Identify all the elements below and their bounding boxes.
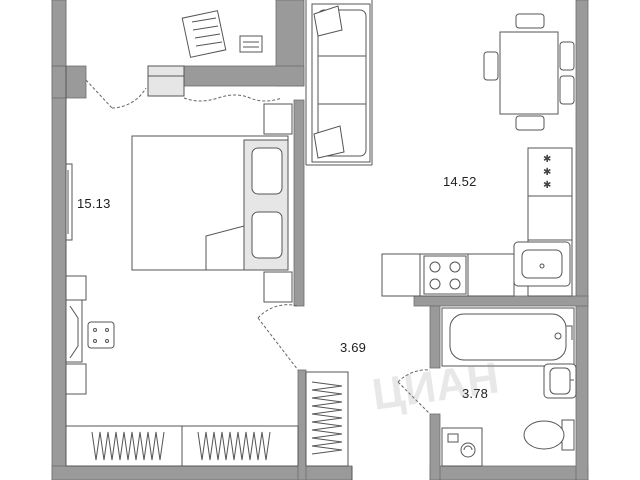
bathroom	[397, 307, 577, 467]
svg-text:✱: ✱	[543, 167, 551, 178]
study-door	[85, 79, 147, 109]
walls	[51, 0, 589, 480]
wall-study-bottom	[183, 65, 305, 87]
study-furniture	[85, 10, 283, 109]
area-label-hallway: 3.69	[340, 340, 367, 355]
wall-right	[575, 0, 589, 480]
wall-study-left-stub	[51, 65, 87, 99]
dining-table	[499, 31, 559, 115]
wall-bottom-left	[51, 465, 353, 480]
dining-set	[483, 13, 575, 131]
wall-bottom-right	[429, 465, 589, 480]
wall-bath-left	[429, 305, 441, 369]
bedroom-furniture	[65, 103, 299, 467]
toilet-bowl	[523, 420, 565, 450]
svg-text:✱: ✱	[543, 154, 551, 165]
pillow-top	[251, 147, 283, 195]
wall-bedroom-right	[293, 99, 305, 307]
cooktop	[423, 255, 467, 295]
study-box	[239, 35, 263, 53]
area-label-kitchen-living: 14.52	[443, 174, 477, 189]
study-chair	[181, 10, 227, 58]
bath-door	[397, 369, 431, 415]
area-label-bedroom: 15.13	[77, 196, 111, 211]
pillow-bottom	[251, 211, 283, 259]
desk-chair	[87, 321, 115, 349]
wall-study-left	[51, 0, 67, 67]
svg-text:✱: ✱	[543, 180, 551, 191]
study-shelf	[147, 65, 185, 97]
sofa	[311, 3, 371, 163]
nightstand-bottom	[263, 271, 293, 303]
hallway	[257, 304, 353, 480]
area-label-bathroom: 3.78	[462, 386, 489, 401]
tv	[65, 163, 73, 241]
nightstand-top	[263, 103, 293, 135]
wall-bath-top	[413, 295, 589, 307]
hall-door	[257, 304, 299, 371]
wall-bath-left-lower	[429, 413, 441, 480]
wall-hall-left	[297, 369, 307, 480]
kitchen: ✱ ✱ ✱	[381, 147, 573, 297]
